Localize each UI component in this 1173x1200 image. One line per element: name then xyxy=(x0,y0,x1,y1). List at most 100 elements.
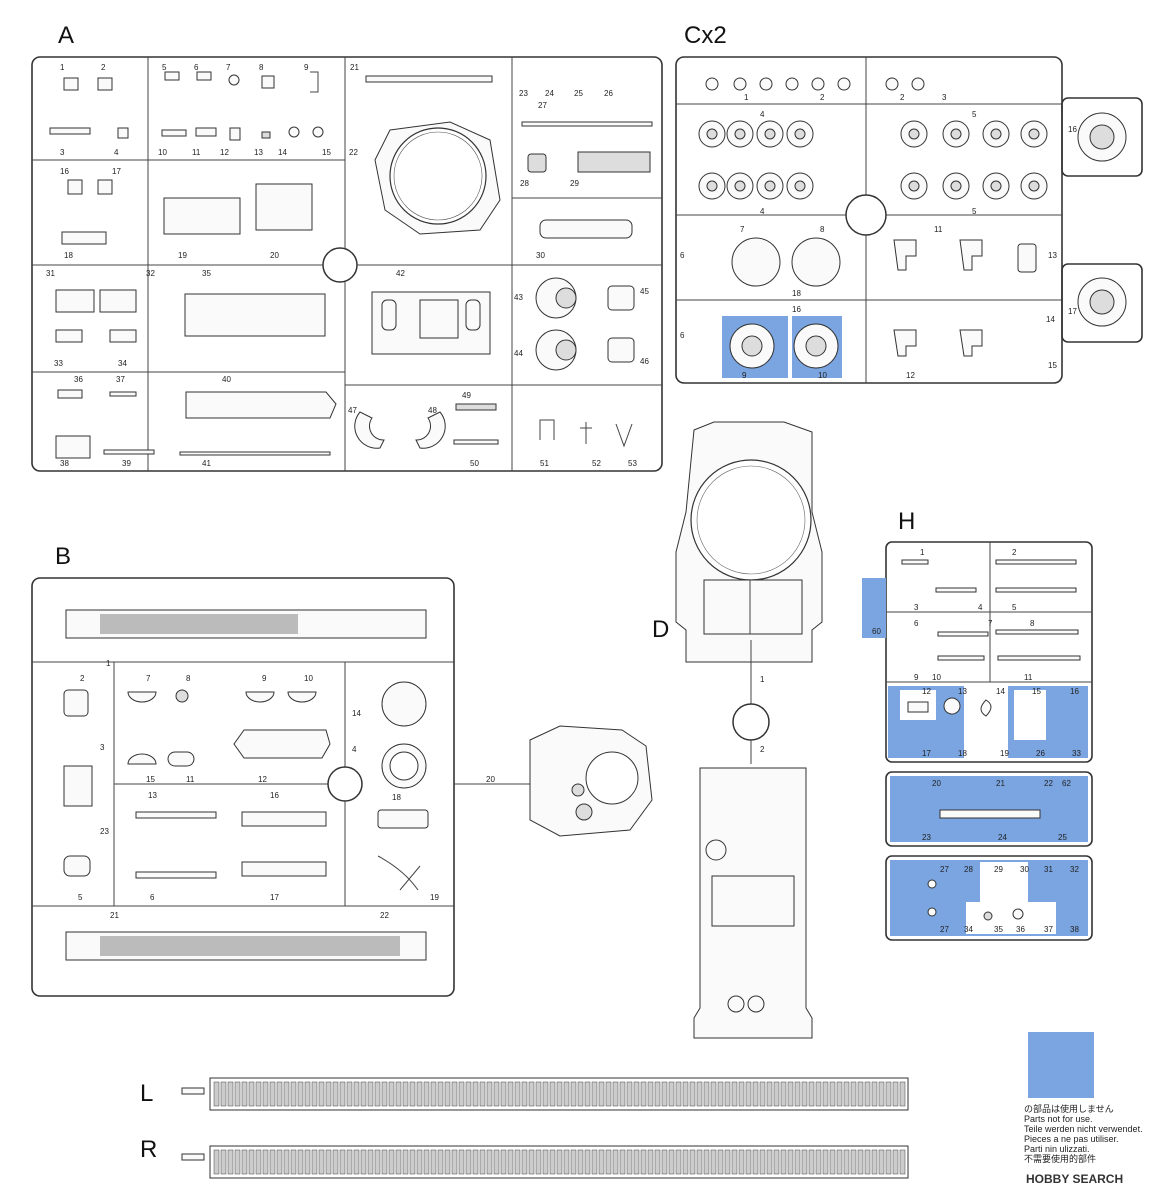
track-link xyxy=(745,1081,752,1107)
track-l xyxy=(181,1077,909,1111)
track-link xyxy=(514,1149,521,1175)
return-roller xyxy=(705,77,719,91)
part-number-b-15: 15 xyxy=(146,775,155,784)
track-link xyxy=(493,1081,500,1107)
not-for-use-legend: の部品は使用しません Parts not for use. Teile werd… xyxy=(1024,1104,1143,1164)
track-link xyxy=(507,1149,514,1175)
track-link xyxy=(423,1081,430,1107)
track-link xyxy=(255,1081,262,1107)
track-link xyxy=(696,1149,703,1175)
track-link xyxy=(892,1149,899,1175)
part-number-h-27: 27 xyxy=(940,925,949,934)
part-number-b-9: 9 xyxy=(262,674,267,683)
track-link xyxy=(885,1081,892,1107)
track-link xyxy=(360,1149,367,1175)
track-link xyxy=(458,1081,465,1107)
track-link xyxy=(654,1081,661,1107)
track-link xyxy=(234,1081,241,1107)
part-number-h-34: 34 xyxy=(964,925,973,934)
part-number-h-12: 12 xyxy=(922,687,931,696)
road-wheel-hub xyxy=(908,180,920,192)
track-link xyxy=(367,1149,374,1175)
track-link xyxy=(710,1149,717,1175)
road-wheel-hub xyxy=(1028,180,1040,192)
road-wheel-hub xyxy=(764,180,776,192)
road-wheel-hub xyxy=(1028,128,1040,140)
track-link xyxy=(346,1081,353,1107)
part-number-a-50: 50 xyxy=(470,459,479,468)
part-number-a-11: 11 xyxy=(192,148,201,157)
track-link xyxy=(815,1081,822,1107)
part-number-h-35: 35 xyxy=(994,925,1003,934)
return-roller xyxy=(759,77,773,91)
track-link xyxy=(276,1149,283,1175)
part-number-a-36: 36 xyxy=(74,375,83,384)
part-number-a-44: 44 xyxy=(514,349,523,358)
part-number-h-33: 33 xyxy=(1072,749,1081,758)
legend-line-en: Parts not for use. xyxy=(1024,1114,1093,1124)
part-number-b-19: 19 xyxy=(430,893,439,902)
track-link xyxy=(857,1149,864,1175)
part-number-b-11: 11 xyxy=(186,775,195,784)
track-link xyxy=(290,1081,297,1107)
track-link xyxy=(311,1081,318,1107)
road-wheel-hub xyxy=(706,180,718,192)
part-number-h-27: 27 xyxy=(940,865,949,874)
part-number-b-21: 21 xyxy=(110,911,119,920)
track-link xyxy=(605,1081,612,1107)
track-link xyxy=(591,1149,598,1175)
road-wheel-hub xyxy=(734,128,746,140)
track-link xyxy=(227,1081,234,1107)
track-link xyxy=(388,1149,395,1175)
legend-line-fr: Pieces a ne pas utiliser. xyxy=(1024,1134,1119,1144)
part-number-a-1: 1 xyxy=(60,63,65,72)
track-link xyxy=(773,1149,780,1175)
part-number-h-62: 62 xyxy=(1062,779,1071,788)
part-number-h-8: 8 xyxy=(1030,619,1035,628)
track-link xyxy=(577,1081,584,1107)
track-link xyxy=(787,1149,794,1175)
track-link xyxy=(780,1081,787,1107)
track-link xyxy=(633,1081,640,1107)
track-link xyxy=(318,1149,325,1175)
road-wheel-hub xyxy=(734,180,746,192)
part-number-c-4: 4 xyxy=(760,110,765,119)
road-wheel-hub xyxy=(990,180,1002,192)
track-link xyxy=(752,1149,759,1175)
part-number-h-30: 30 xyxy=(1020,865,1029,874)
track-link xyxy=(710,1081,717,1107)
track-link xyxy=(626,1081,633,1107)
track-link xyxy=(556,1149,563,1175)
track-link xyxy=(248,1081,255,1107)
track-link xyxy=(738,1149,745,1175)
track-link xyxy=(836,1081,843,1107)
part-number-d-2: 2 xyxy=(760,745,765,754)
track-link xyxy=(787,1081,794,1107)
part-number-a-39: 39 xyxy=(122,459,131,468)
part-number-a-16: 16 xyxy=(60,167,69,176)
part-h60-highlight xyxy=(862,578,886,638)
track-link xyxy=(640,1149,647,1175)
part-number-a-8: 8 xyxy=(259,63,264,72)
track-link xyxy=(283,1081,290,1107)
track-link xyxy=(472,1149,479,1175)
part-number-b-13: 13 xyxy=(148,791,157,800)
track-link xyxy=(598,1149,605,1175)
track-link xyxy=(864,1149,871,1175)
track-link xyxy=(500,1149,507,1175)
part-number-c-9: 9 xyxy=(742,371,747,380)
part-number-h-25: 25 xyxy=(1058,833,1067,842)
track-link xyxy=(437,1081,444,1107)
track-link xyxy=(766,1149,773,1175)
track-label-l: L xyxy=(140,1080,154,1107)
track-link xyxy=(465,1081,472,1107)
part-number-b-5: 5 xyxy=(78,893,83,902)
legend-line-de: Teile werden nicht verwendet. xyxy=(1024,1124,1143,1134)
track-link xyxy=(304,1149,311,1175)
